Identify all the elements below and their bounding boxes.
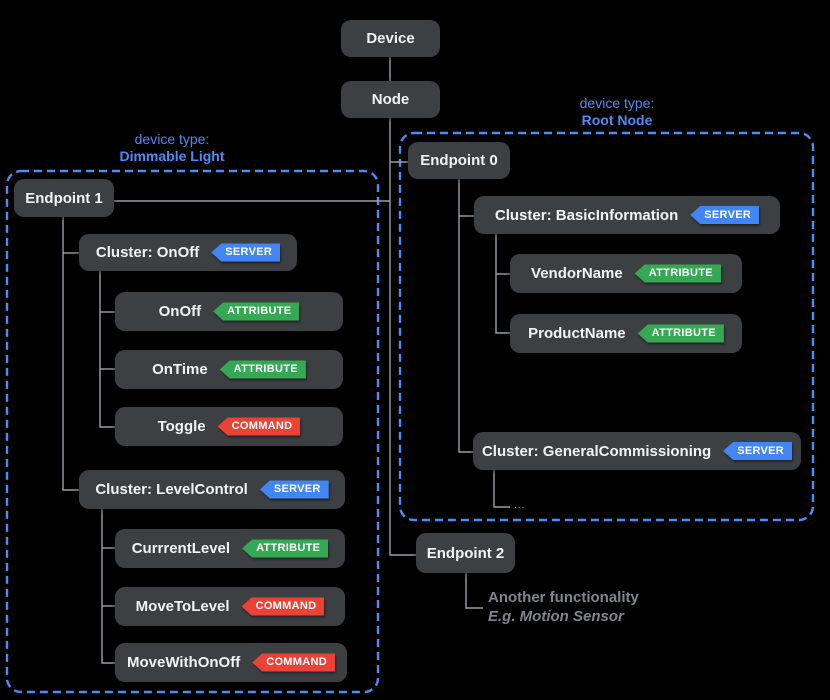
node-label: MoveWithOnOff (127, 654, 241, 671)
server-badge: SERVER (259, 480, 329, 499)
node-label: Device (366, 30, 415, 47)
caption-name: Dimmable Light (119, 148, 225, 164)
cluster-basicinformation-box: Cluster: BasicInformation SERVER (474, 196, 780, 234)
cluster-onoff-box: Cluster: OnOff SERVER (79, 234, 297, 271)
node-label: CurrrentLevel (131, 540, 231, 557)
endpoint-1-box: Endpoint 1 (14, 179, 114, 217)
node-box: Node (341, 81, 440, 118)
root-node-group-caption: device type: Root Node (517, 95, 717, 129)
command-badge: COMMAND (217, 417, 301, 436)
cluster-levelcontrol-box: Cluster: LevelControl SERVER (79, 470, 345, 509)
endpoint-2-note: Another functionality E.g. Motion Sensor (488, 588, 639, 626)
ontime-attribute-box: OnTime ATTRIBUTE (115, 350, 343, 389)
node-label: VendorName (531, 265, 623, 282)
attribute-badge: ATTRIBUTE (219, 360, 306, 379)
onoff-attribute-box: OnOff ATTRIBUTE (115, 292, 343, 331)
attribute-badge: ATTRIBUTE (634, 264, 721, 283)
endpoint-0-box: Endpoint 0 (408, 142, 510, 179)
attribute-badge: ATTRIBUTE (242, 539, 329, 558)
device-box: Device (341, 20, 440, 57)
server-badge: SERVER (723, 441, 793, 461)
node-label: Cluster: OnOff (95, 244, 200, 261)
server-badge: SERVER (690, 205, 760, 225)
root-node-group-outline (398, 131, 815, 522)
node-label: ProductName (528, 325, 626, 342)
attribute-badge: ATTRIBUTE (213, 302, 300, 321)
movewithonoff-command-box: MoveWithOnOff COMMAND (115, 643, 347, 682)
command-badge: COMMAND (241, 597, 325, 616)
node-label: Toggle (157, 418, 206, 435)
node-label: OnTime (152, 361, 208, 378)
attribute-badge: ATTRIBUTE (637, 324, 724, 343)
node-label: MoveToLevel (135, 598, 230, 615)
node-label: Cluster: LevelControl (95, 481, 248, 498)
caption-prefix: device type: (134, 131, 210, 147)
more-clusters-ellipsis: ... (514, 500, 526, 511)
node-label: OnOff (158, 303, 202, 320)
node-label: Endpoint 1 (25, 189, 103, 207)
productname-attribute-box: ProductName ATTRIBUTE (510, 314, 742, 353)
toggle-command-box: Toggle COMMAND (115, 407, 343, 446)
node-label: Cluster: BasicInformation (494, 206, 679, 224)
server-badge: SERVER (211, 243, 281, 262)
endpoint-2-box: Endpoint 2 (416, 533, 515, 573)
node-label: Cluster: GeneralCommissioning (481, 442, 712, 460)
command-badge: COMMAND (252, 653, 335, 672)
caption-prefix: device type: (579, 95, 655, 111)
dimmable-light-group-outline (5, 169, 380, 694)
dimmable-light-group-caption: device type: Dimmable Light (72, 131, 272, 165)
vendorname-attribute-box: VendorName ATTRIBUTE (510, 254, 742, 293)
node-label: Endpoint 0 (420, 152, 498, 169)
note-line-2: E.g. Motion Sensor (488, 608, 624, 625)
currentlevel-attribute-box: CurrrentLevel ATTRIBUTE (115, 529, 345, 568)
caption-name: Root Node (581, 112, 653, 128)
node-label: Node (371, 91, 410, 108)
tree-connectors (62, 57, 510, 664)
cluster-generalcommissioning-box: Cluster: GeneralCommissioning SERVER (473, 432, 801, 470)
node-label: Endpoint 2 (426, 544, 505, 562)
note-line-1: Another functionality (488, 589, 639, 606)
movetolevel-command-box: MoveToLevel COMMAND (115, 587, 345, 626)
